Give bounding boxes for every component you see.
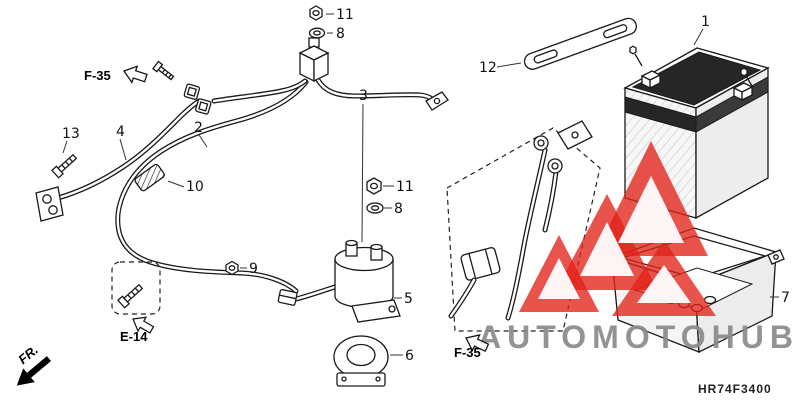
callout-13: 13 [62,126,80,142]
relay-holder [333,335,389,387]
callout-11-relay: 11 [396,179,414,195]
callout-1: 1 [701,14,710,30]
callout-6: 6 [405,348,414,364]
callout-4: 4 [116,124,125,140]
callout-11-top: 11 [336,7,354,23]
ref-f35-bottom: F-35 [454,345,481,360]
callout-7: 7 [781,290,790,306]
callout-3: 3 [359,88,368,104]
callout-8-relay: 8 [394,201,403,217]
nut-11-top [309,5,323,21]
clamp-10 [134,163,165,192]
nut-9 [225,260,239,276]
cable3-connector-block [298,37,330,83]
bolt-13 [51,153,78,179]
fr-label: FR. [15,342,41,367]
watermark-text: AUTOMOTOHUB [478,319,794,355]
battery-cable-region [446,120,601,332]
battery [623,45,770,220]
watermark-logo [519,141,716,316]
washer-8-relay [366,202,384,214]
callout-9: 9 [249,261,258,277]
nut-11-relay [366,177,382,195]
callout-12: 12 [479,60,497,76]
leader-lines [62,13,779,356]
ref-e14: E-14 [120,329,148,344]
f35-top-arrow-icon [120,62,150,87]
ground-plate [35,186,64,222]
callout-8-top: 8 [336,26,345,42]
relay-connector [277,289,298,306]
e14-bolt-region [111,261,161,315]
starter-relay [334,239,401,323]
cable3-terminal [425,91,449,111]
callout-5: 5 [404,291,413,307]
inline-connectors [183,83,212,115]
cable-harness [55,77,437,302]
fr-direction-arrow-icon [16,356,51,386]
ref-f35-top: F-35 [84,68,111,83]
callout-2: 2 [194,120,203,136]
battery-bracket [523,17,638,70]
bolt-small-top [152,60,175,81]
callout-10: 10 [186,179,204,195]
diagram-code: HR74F3400 [698,382,772,396]
washer-8-top [308,27,326,39]
